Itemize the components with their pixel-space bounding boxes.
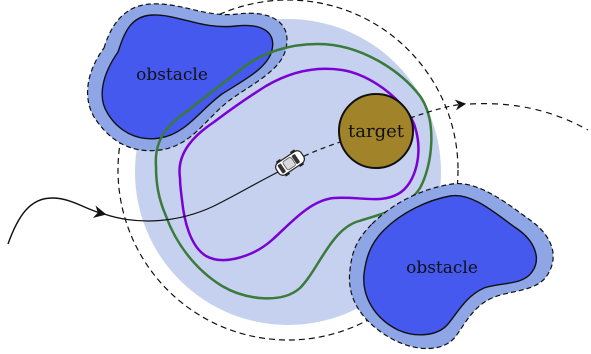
purple-level-set-curve xyxy=(178,67,420,262)
obstacle-bottom-right-body xyxy=(363,194,537,336)
obstacle-top-left: obstacle xyxy=(86,3,288,152)
target-label: target xyxy=(348,121,405,142)
target: target xyxy=(338,93,414,169)
incoming-trajectory-continued xyxy=(103,169,283,222)
obstacle-top-left-label: obstacle xyxy=(136,65,208,85)
obstacle-bottom-right: obstacle xyxy=(348,183,554,350)
outer-dashed-boundary xyxy=(117,0,459,341)
outgoing-trajectory-arrow xyxy=(409,99,467,119)
green-level-set-curve xyxy=(154,42,433,300)
car-icon xyxy=(274,149,306,177)
outgoing-trajectory xyxy=(469,103,589,131)
target-circle xyxy=(338,93,414,169)
obstacle-top-left-body xyxy=(101,14,274,140)
obstacle-bottom-right-label: obstacle xyxy=(406,258,478,278)
incoming-trajectory xyxy=(7,197,107,245)
